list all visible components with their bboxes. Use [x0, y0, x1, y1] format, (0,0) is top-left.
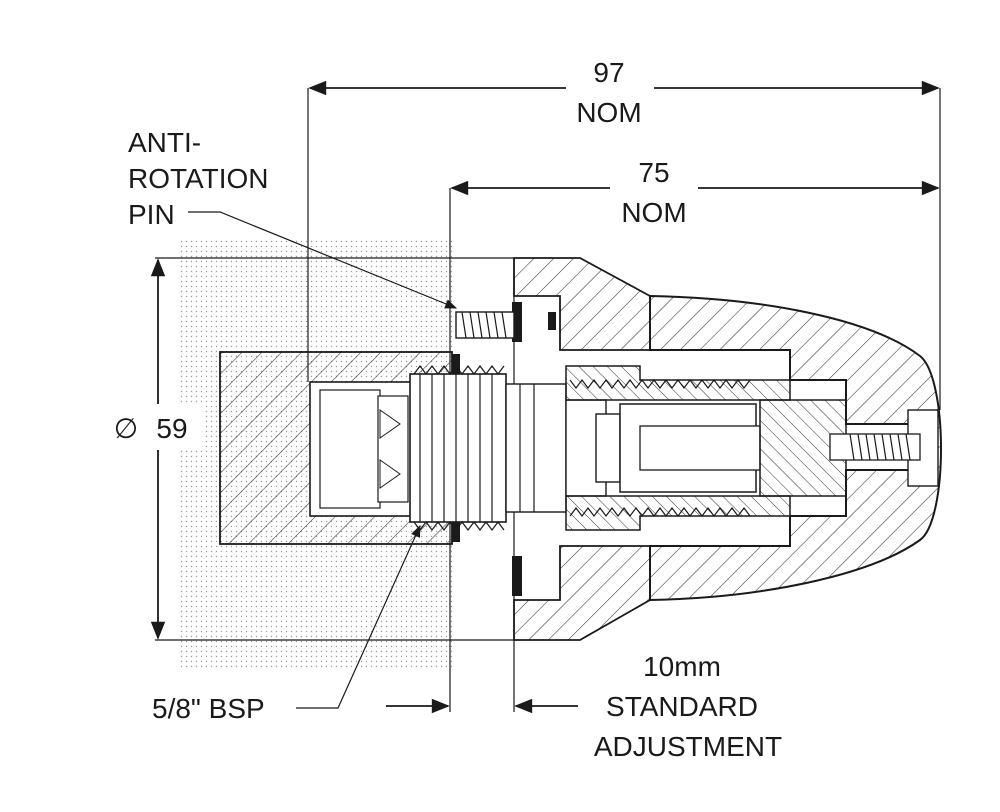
grub-screw: [829, 433, 921, 461]
wall-plate: [452, 257, 651, 641]
callout-thread-label: 5/8" BSP: [152, 693, 265, 724]
dimension-97-unit: NOM: [576, 97, 641, 128]
anti-rotation-pin: [455, 311, 515, 339]
callout-pin-line2: ROTATION: [128, 163, 269, 194]
diameter-value: 59: [156, 413, 187, 444]
dimension-adjustment: 10mm STANDARD ADJUSTMENT: [386, 651, 782, 762]
sleeve: [565, 365, 847, 531]
dimension-97: 97 NOM: [308, 57, 940, 132]
adjustment-line3: ADJUSTMENT: [594, 731, 782, 762]
callout-pin-line1: ANTI-: [128, 127, 201, 158]
dimension-97-value: 97: [593, 57, 624, 88]
threaded-spindle: [409, 365, 621, 531]
adjustment-line2: STANDARD: [606, 691, 758, 722]
dimension-75-unit: NOM: [621, 197, 686, 228]
diameter-symbol: ∅: [114, 413, 138, 444]
callout-pin: ANTI- ROTATION PIN: [128, 127, 458, 309]
callout-pin-line3: PIN: [128, 199, 175, 230]
dimension-75-value: 75: [638, 157, 669, 188]
adjustment-value: 10mm: [643, 651, 721, 682]
callout-thread: 5/8" BSP: [152, 524, 421, 724]
dimension-diameter: ∅ 59: [112, 258, 202, 640]
dimension-75: 75 NOM: [450, 157, 940, 232]
